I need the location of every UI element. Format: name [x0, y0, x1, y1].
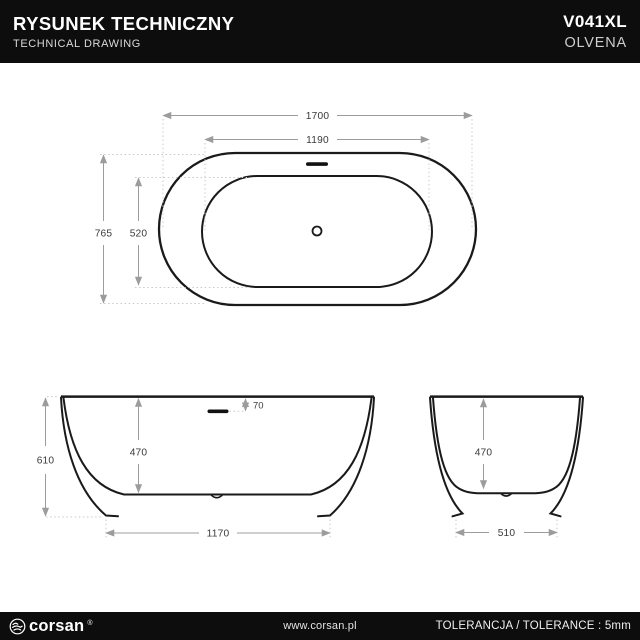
dim-height: 610: [37, 397, 55, 517]
header-bar: RYSUNEK TECHNICZNY TECHNICAL DRAWING V04…: [0, 0, 640, 63]
side-view-inner-profile: [432, 397, 581, 495]
brand-name: corsan: [29, 616, 85, 635]
dim-inner-length: 1190: [204, 135, 430, 146]
dim-label-base-width: 510: [498, 528, 516, 539]
front-view-outer-left: [60, 396, 119, 518]
overflow-slot-top-view: [306, 162, 328, 166]
dim-label-inner-length: 1190: [306, 135, 329, 146]
front-view-inner-profile: [62, 397, 373, 496]
dim-label-base-length: 1170: [207, 528, 230, 539]
product-block: V041XL OLVENA: [563, 12, 627, 51]
dim-label-overflow-offset: 70: [253, 401, 264, 412]
dim-label-outer-length: 1700: [306, 111, 330, 122]
dim-overflow-offset: 70: [241, 398, 264, 412]
brand-logo: corsan ®: [9, 618, 92, 635]
dim-label-height: 610: [37, 455, 55, 466]
registered-trademark-symbol: ®: [87, 619, 93, 627]
product-code: V041XL: [563, 12, 627, 31]
header-title-block: RYSUNEK TECHNICZNY TECHNICAL DRAWING: [13, 13, 234, 50]
dim-outer-length: 1700: [162, 111, 473, 122]
corsan-logo-icon: [9, 618, 26, 634]
top-view-inner-outline: [201, 175, 433, 288]
top-view-outer-outline: [157, 151, 478, 307]
dim-base-width: 510: [455, 528, 558, 539]
dim-base-length: 1170: [105, 528, 331, 539]
dim-inner-width: 520: [130, 177, 148, 286]
front-view-outer-right: [317, 396, 375, 518]
drain-front-view: [210, 494, 223, 499]
side-view: 470 510: [429, 395, 584, 539]
dim-outer-width: 765: [95, 154, 113, 304]
dim-inner-depth-front: 470: [130, 397, 148, 494]
dim-inner-depth-side: 470: [475, 398, 493, 490]
dim-label-inner-width: 520: [130, 228, 148, 239]
top-view: 1700 1190 765 520: [95, 111, 478, 307]
overflow-slot-front-view: [207, 409, 229, 414]
product-name: OLVENA: [564, 35, 627, 51]
website-url: www.corsan.pl: [283, 620, 357, 632]
drain-top-view: [311, 225, 323, 237]
front-view: 610 470 70 1170: [37, 395, 375, 539]
side-view-outer-left: [429, 396, 465, 518]
footer-bar: corsan ® www.corsan.pl TOLERANCJA / TOLE…: [0, 612, 640, 640]
dim-label-outer-width: 765: [95, 228, 113, 239]
tolerance-note: TOLERANCJA / TOLERANCE : 5mm: [435, 620, 631, 632]
dim-label-inner-depth-front: 470: [130, 447, 148, 458]
page-subtitle: TECHNICAL DRAWING: [13, 38, 141, 50]
page-title: RYSUNEK TECHNICZNY: [13, 13, 235, 34]
dim-label-inner-depth-side: 470: [475, 447, 493, 458]
drain-side-view: [500, 492, 513, 497]
side-view-outer-right: [548, 396, 584, 518]
